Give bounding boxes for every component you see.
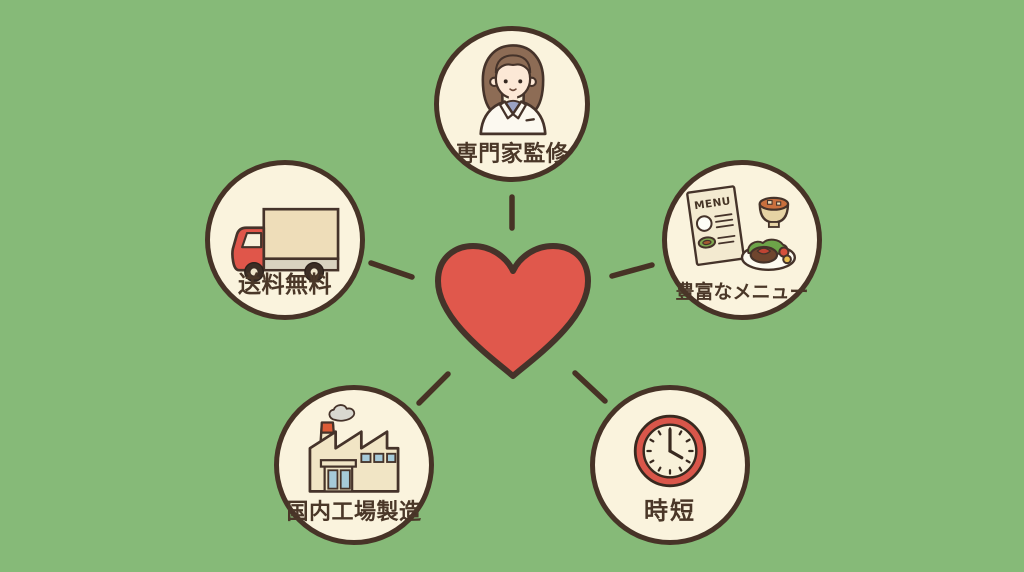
node-label-expert: 専門家監修	[455, 142, 569, 167]
node-label-time: 時短	[644, 497, 696, 525]
node-label-shipping: 送料無料	[238, 272, 332, 298]
clock-icon	[633, 414, 707, 488]
connector-lower-left	[416, 371, 451, 406]
clock-hands	[668, 428, 684, 460]
menu-food-icon: MENU	[686, 185, 797, 271]
dinner-plate	[740, 238, 797, 271]
node-label-factory: 国内工場製造	[286, 500, 422, 525]
menu-card-title: MENU	[694, 195, 732, 212]
connector-lower-right	[572, 370, 608, 404]
node-label-menu: 豊富なメニュー	[675, 281, 809, 303]
clock-ticks	[646, 427, 694, 475]
delivery-truck-icon	[231, 207, 340, 282]
heart-icon	[435, 243, 591, 379]
soup-bowl	[758, 196, 790, 228]
node-time-saving: 時短	[590, 385, 750, 545]
node-free-shipping: 送料無料	[205, 160, 365, 320]
connector-upper-left	[368, 260, 415, 280]
node-rich-menu: MENU	[662, 160, 822, 320]
menu-card: MENU	[686, 185, 746, 266]
connector-lines	[368, 194, 655, 406]
factory-icon	[308, 404, 400, 493]
node-expert-supervision: 専門家監修	[434, 26, 590, 182]
connector-upper-right	[609, 262, 655, 279]
node-domestic-factory: 国内工場製造	[274, 385, 434, 545]
expert-woman-icon	[479, 44, 547, 136]
